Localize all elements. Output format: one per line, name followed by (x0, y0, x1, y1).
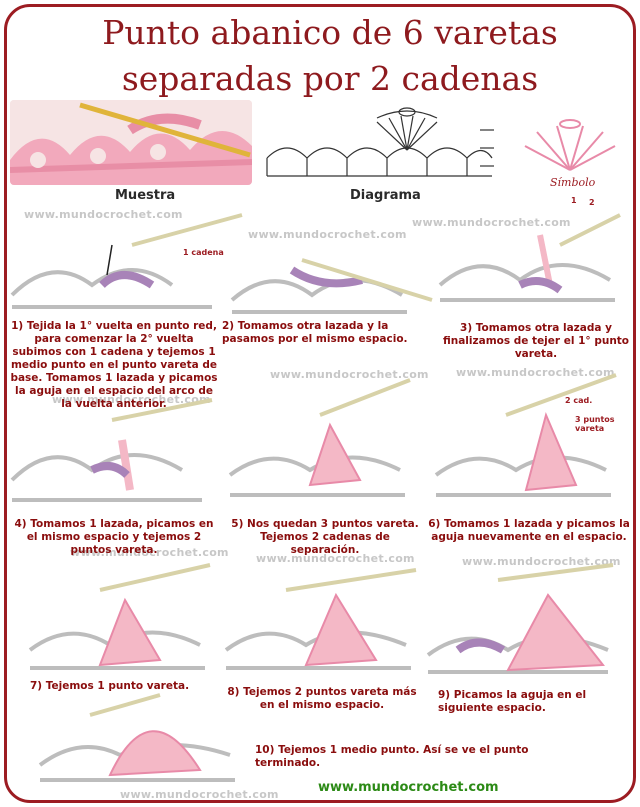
note-2-cad: 2 cad. (565, 396, 593, 405)
watermark: www.mundocrochet.com (456, 366, 615, 379)
step-7-caption: 7) Tejemos 1 punto vareta. (30, 680, 190, 692)
watermark: www.mundocrochet.com (462, 555, 621, 568)
stitch-diagram (266, 107, 494, 177)
note-3-puntos: 3 puntos vareta (575, 415, 615, 433)
page-title: Punto abanico de 6 varetas separadas por… (60, 10, 600, 102)
watermark: www.mundocrochet.com (248, 228, 407, 241)
step-6-caption: 6) Tomamos 1 lazada y picamos la aguja n… (428, 518, 630, 543)
step-5-caption: 5) Nos quedan 3 puntos vareta. Tejemos 2… (231, 518, 419, 556)
stitch-symbol (524, 119, 616, 171)
watermark: www.mundocrochet.com (412, 216, 571, 229)
label-diagrama: Diagrama (350, 188, 421, 203)
step-2-caption: 2) Tomamos otra lazada y la pasamos por … (222, 320, 408, 345)
step-2-illustration (230, 258, 433, 314)
step-7-illustration (28, 563, 211, 670)
note-cadena: 1 cadena (183, 248, 224, 257)
step-5-illustration (228, 378, 411, 497)
step-1-caption: 1) Tejida la 1° vuelta en punto red, par… (10, 320, 218, 410)
step-10-illustration (38, 693, 235, 782)
watermark: www.mundocrochet.com (270, 368, 429, 381)
title-line-2: separadas por 2 cadenas (121, 59, 539, 98)
watermark: www.mundocrochet.com (256, 552, 415, 565)
watermark: www.mundocrochet.com (52, 393, 211, 406)
step-8-illustration (224, 568, 417, 670)
watermark: www.mundocrochet.com (24, 208, 183, 221)
step-4-caption: 4) Tomamos 1 lazada, picamos en el mismo… (14, 518, 214, 556)
label-simbolo: Símbolo (550, 176, 596, 189)
step-3-caption: 3) Tomamos otra lazada y finalizamos de … (442, 322, 630, 360)
step-4-illustration (10, 398, 213, 502)
label-muestra: Muestra (115, 188, 176, 203)
watermark: www.mundocrochet.com (120, 788, 279, 801)
footer-url[interactable]: www.mundocrochet.com (318, 780, 499, 795)
title-line-1: Punto abanico de 6 varetas (102, 13, 558, 52)
watermark: www.mundocrochet.com (70, 546, 229, 559)
sample-photo (10, 100, 252, 185)
step-1-illustration (10, 213, 243, 309)
step-9-illustration (426, 563, 614, 674)
step-6-illustration (434, 373, 617, 497)
note-arrow-2: 2 (589, 198, 595, 207)
step-9-caption: 9) Picamos la aguja en el siguiente espa… (438, 689, 587, 714)
step-8-caption: 8) Tejemos 2 puntos vareta más en el mis… (227, 686, 417, 711)
sample-photo-illustration (10, 100, 252, 185)
step-3-illustration (438, 213, 621, 302)
note-arrow-1: 1 (571, 196, 577, 205)
step-10-caption: 10) Tejemos 1 medio punto. Así se ve el … (255, 744, 529, 769)
